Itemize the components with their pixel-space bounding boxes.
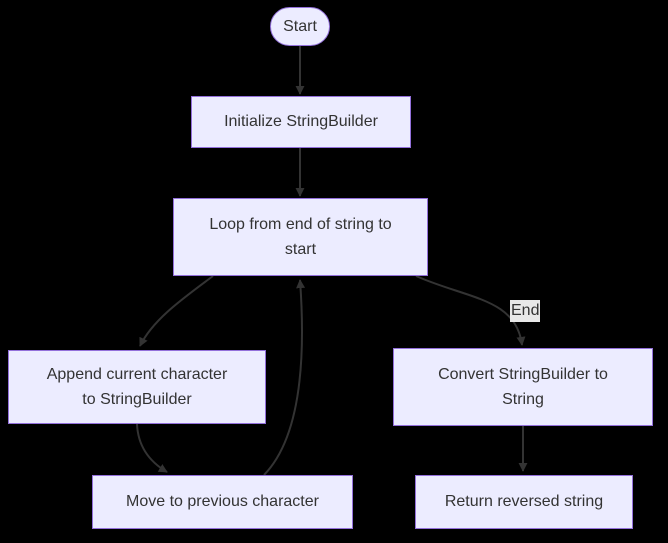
node-move-previous-label: Move to previous character xyxy=(126,493,319,511)
node-loop-from-end-label: Loop from end of string to start xyxy=(209,215,392,259)
edge-loop-convert xyxy=(415,275,526,346)
node-append-character: Append current character to StringBuilde… xyxy=(8,350,266,424)
node-move-previous: Move to previous character xyxy=(92,475,353,529)
node-initialize-stringbuilder-label: Initialize StringBuilder xyxy=(224,113,378,131)
node-start: Start xyxy=(270,7,330,46)
node-return-reversed: Return reversed string xyxy=(415,475,633,529)
node-return-reversed-label: Return reversed string xyxy=(444,493,604,511)
node-append-character-label: Append current character to StringBuilde… xyxy=(46,365,228,409)
edge-move-loop xyxy=(263,279,306,476)
node-start-label: Start xyxy=(283,17,317,35)
node-initialize-stringbuilder: Initialize StringBuilder xyxy=(191,96,411,148)
node-loop-from-end: Loop from end of string to start xyxy=(173,198,428,276)
edge-label-end: End xyxy=(510,300,541,322)
edge-loop-append xyxy=(139,275,214,347)
node-convert-stringbuilder-label: Convert StringBuilder to String xyxy=(438,365,608,409)
edge-append-move xyxy=(136,423,168,473)
node-convert-stringbuilder: Convert StringBuilder to String xyxy=(393,348,653,426)
